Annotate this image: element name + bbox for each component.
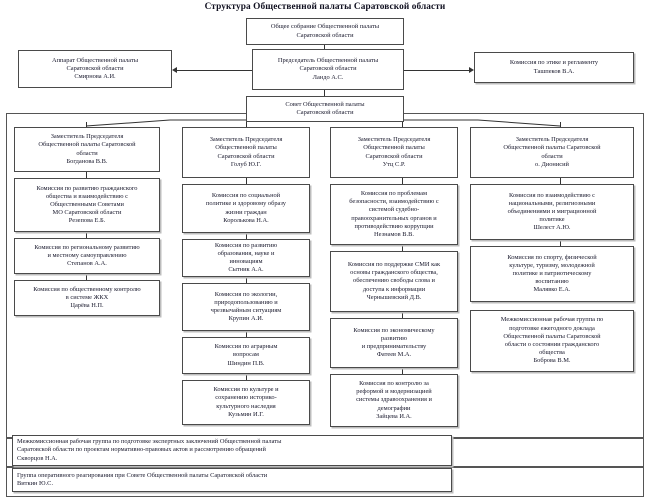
- box-commission-2-3-text: Комиссия по аграрным вопросам Шиндин П.В…: [214, 343, 278, 367]
- box-ethics-commission[interactable]: Комиссия по этике и регламенту Ташпеков …: [474, 52, 634, 83]
- connector-c3-2: [402, 312, 403, 318]
- box-deputy-4[interactable]: Заместитель Председателя Общественной па…: [470, 127, 634, 178]
- arrow-ethics: [469, 67, 474, 73]
- connector-chairman-ethics: [398, 70, 470, 71]
- connector-c2-4: [246, 374, 247, 380]
- connector-council-col4: [560, 122, 561, 127]
- box-apparatus-text: Аппарат Общественной палаты Саратовской …: [51, 56, 139, 81]
- box-deputy-2[interactable]: Заместитель Председателя Общественной па…: [182, 127, 310, 178]
- connector-c2-3: [246, 331, 247, 337]
- connector-c1-1: [86, 232, 87, 238]
- connector-c4-1: [560, 240, 561, 246]
- box-commission-3-2[interactable]: Комиссия по экономическому развитию и пр…: [330, 318, 458, 368]
- box-deputy-2-text: Заместитель Председателя Общественной па…: [209, 136, 283, 168]
- connector-chairman-apparatus: [176, 70, 252, 71]
- box-deputy-3[interactable]: Заместитель Председателя Общественной па…: [330, 127, 458, 178]
- box-commission-3-1-text: Комиссия по поддержке СМИ как основы гра…: [347, 261, 441, 301]
- box-chairman-text: Председатель Общественной палаты Саратов…: [277, 57, 379, 81]
- box-deputy-4-text: Заместитель Председателя Общественной па…: [503, 136, 601, 168]
- box-commission-2-4[interactable]: Комиссия по культуре и сохранению истори…: [182, 380, 310, 425]
- box-commission-3-0-text: Комиссия по проблемам безопасности, взаи…: [349, 189, 439, 238]
- connector-c2-1: [246, 233, 247, 239]
- connector-c3-3: [402, 368, 403, 374]
- box-ethics-commission-text: Комиссия по этике и регламенту Ташпеков …: [509, 59, 599, 75]
- connector-chairman-council: [324, 89, 325, 97]
- box-apparatus[interactable]: Аппарат Общественной палаты Саратовской …: [18, 50, 172, 88]
- box-workgroup-expert-opinions[interactable]: Межкомиссионная рабочая группа по подгот…: [12, 435, 452, 466]
- box-commission-1-1[interactable]: Комиссия по региональному развитию и мес…: [14, 238, 160, 274]
- box-rapid-response-group[interactable]: Группа оперативного реагирования при Сов…: [12, 468, 452, 492]
- box-commission-4-0-text: Комиссия по взаимодействию с национальны…: [507, 191, 597, 232]
- box-commission-4-1[interactable]: Комиссия по спорту, физической культуре,…: [470, 246, 634, 302]
- connector-council-fanout: [85, 119, 561, 127]
- box-deputy-3-text: Заместитель Председателя Общественной па…: [357, 136, 431, 168]
- chart-title: Структура Общественной палаты Саратовско…: [204, 2, 446, 12]
- box-commission-2-0[interactable]: Комиссия по социальной политике и здоров…: [182, 184, 310, 233]
- box-general-assembly-text: Общее собрание Общественной палаты Сарат…: [270, 23, 380, 39]
- box-commission-2-0-text: Комиссия по социальной политике и здоров…: [206, 192, 286, 224]
- connector-c1-0: [86, 172, 87, 178]
- connector-c3-1: [402, 245, 403, 251]
- box-deputy-1-text: Заместитель Председателя Общественной па…: [38, 133, 136, 165]
- box-council[interactable]: Совет Общественной палаты Саратовской об…: [246, 96, 404, 122]
- connector-c2-0: [246, 178, 247, 184]
- box-commission-4-0[interactable]: Комиссия по взаимодействию с национальны…: [470, 184, 634, 240]
- box-commission-2-4-text: Комиссия по культуре и сохранению истори…: [213, 386, 279, 418]
- box-commission-4-1-text: Комиссия по спорту, физической культуре,…: [507, 253, 597, 294]
- box-commission-1-2[interactable]: Комиссия по общественному контролю в сис…: [14, 280, 160, 316]
- box-workgroup-annual-report-text: Межкомиссионная рабочая группа по подгот…: [500, 316, 604, 365]
- box-workgroup-annual-report[interactable]: Межкомиссионная рабочая группа по подгот…: [470, 310, 634, 372]
- arrow-apparatus: [172, 67, 177, 73]
- box-general-assembly[interactable]: Общее собрание Общественной палаты Сарат…: [246, 18, 404, 45]
- box-commission-1-1-text: Комиссия по региональному развитию и мес…: [34, 243, 140, 268]
- box-commission-3-2-text: Комиссия по экономическому развитию и пр…: [353, 326, 435, 359]
- box-deputy-1[interactable]: Заместитель Председателя Общественной па…: [14, 127, 160, 172]
- box-commission-1-0[interactable]: Комиссия по развитию гражданского общест…: [14, 178, 160, 232]
- box-commission-2-3[interactable]: Комиссия по аграрным вопросам Шиндин П.В…: [182, 337, 310, 374]
- box-commission-3-3[interactable]: Комиссия по контролю за реформой и модер…: [330, 374, 458, 427]
- box-commission-2-2[interactable]: Комиссия по экологии, природопользованию…: [182, 283, 310, 331]
- outer-frame-bottom2: [6, 467, 644, 497]
- connector-council-col1: [86, 122, 87, 127]
- box-commission-2-1-text: Комиссия по развитию образования, науке …: [214, 241, 278, 274]
- box-commission-1-2-text: Комиссия по общественному контролю в сис…: [33, 285, 141, 310]
- box-commission-3-0[interactable]: Комиссия по проблемам безопасности, взаи…: [330, 184, 458, 245]
- box-commission-3-1[interactable]: Комиссия по поддержке СМИ как основы гра…: [330, 251, 458, 312]
- connector-c4-0: [560, 178, 561, 184]
- box-workgroup-expert-opinions-text: Межкомиссионная рабочая группа по подгот…: [17, 438, 282, 462]
- box-chairman[interactable]: Председатель Общественной палаты Саратов…: [252, 49, 404, 90]
- box-commission-2-2-text: Комиссия по экологии, природопользованию…: [210, 290, 282, 323]
- box-commission-3-3-text: Комиссия по контролю за реформой и модер…: [356, 380, 432, 420]
- box-commission-2-1[interactable]: Комиссия по развитию образования, науке …: [182, 239, 310, 277]
- connector-c2-2: [246, 277, 247, 283]
- box-commission-1-0-text: Комиссия по развитию гражданского общест…: [36, 184, 138, 225]
- box-rapid-response-group-text: Группа оперативного реагирования при Сов…: [17, 471, 268, 487]
- connector-c1-2: [86, 274, 87, 280]
- box-council-text: Совет Общественной палаты Саратовской об…: [285, 100, 365, 116]
- connector-c3-0: [402, 178, 403, 184]
